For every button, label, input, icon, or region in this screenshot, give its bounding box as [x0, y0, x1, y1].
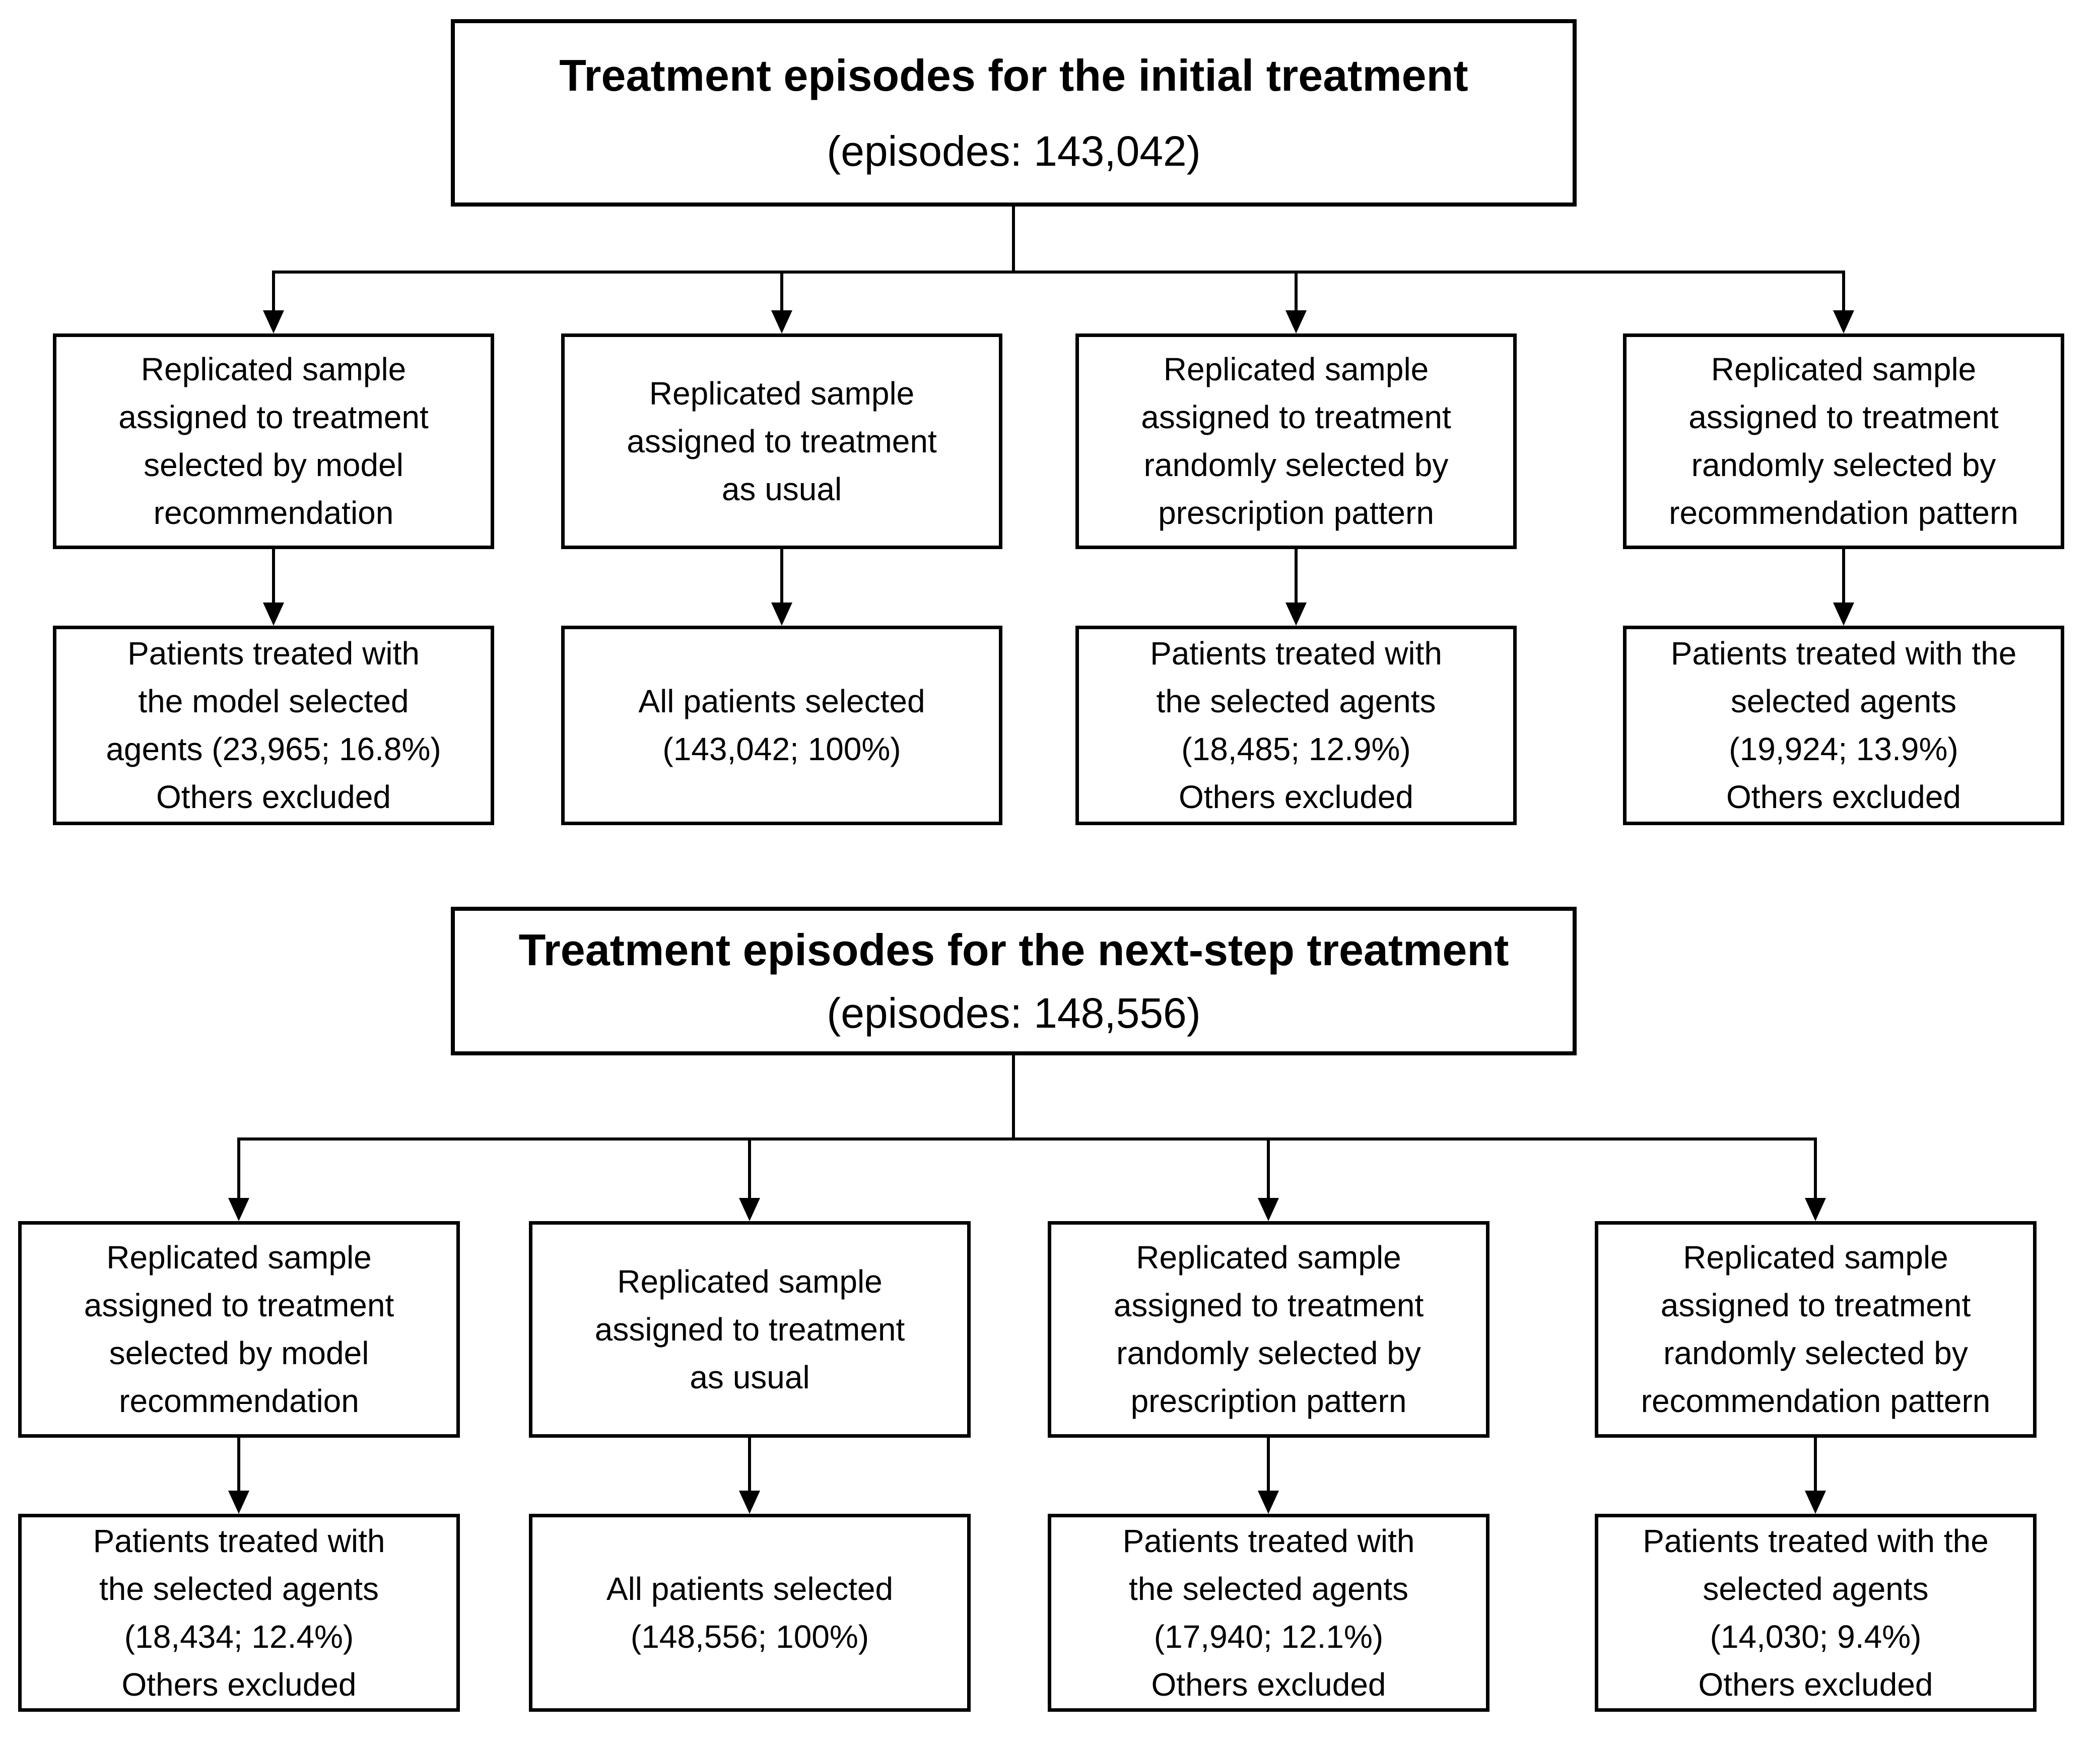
- connector-drop-line: [1295, 549, 1298, 604]
- arrow-down-icon: [771, 602, 792, 626]
- box-text: Replicated sample assigned to treatment …: [627, 375, 937, 507]
- connector-branch-line: [237, 1137, 1817, 1141]
- connector-drop-line: [748, 1137, 751, 1198]
- box-text: Patients treated with the selected agent…: [1643, 1522, 1989, 1703]
- box-text: Patients treated with the model selected…: [106, 635, 441, 815]
- box-text: Patients treated with the selected agent…: [1670, 635, 2017, 815]
- connector-drop-line: [237, 1137, 240, 1198]
- outcome-box-1: Patients treated with the model selected…: [53, 626, 494, 825]
- arrow-down-icon: [771, 310, 792, 333]
- box-text: Replicated sample assigned to treatment …: [1669, 351, 2018, 531]
- connector-drop-line: [237, 1438, 240, 1492]
- assignment-box-2: Replicated sample assigned to treatment …: [561, 333, 1002, 549]
- assignment-box-2: Replicated sample assigned to treatment …: [529, 1221, 971, 1438]
- box-text: Replicated sample assigned to treatment …: [1113, 1239, 1424, 1419]
- arrow-down-icon: [1833, 602, 1854, 626]
- connector-drop-line: [1267, 1137, 1270, 1198]
- arrow-down-icon: [228, 1198, 249, 1221]
- assignment-box-1: Replicated sample assigned to treatment …: [53, 333, 494, 549]
- box-text: Replicated sample assigned to treatment …: [594, 1263, 905, 1395]
- arrow-down-icon: [1258, 1491, 1279, 1514]
- arrow-down-icon: [1805, 1198, 1826, 1221]
- header-title: Treatment episodes for the next-step tre…: [518, 924, 1509, 975]
- arrow-down-icon: [1805, 1491, 1826, 1514]
- connector-drop-line: [272, 271, 275, 311]
- assignment-box-4: Replicated sample assigned to treatment …: [1623, 333, 2064, 549]
- outcome-box-2: All patients selected (148,556; 100%): [529, 1514, 971, 1712]
- connector-branch-line: [272, 271, 1845, 274]
- connector-stem: [1012, 1055, 1015, 1137]
- outcome-box-3: Patients treated with the selected agent…: [1048, 1514, 1489, 1712]
- connector-drop-line: [780, 271, 783, 311]
- connector-drop-line: [1814, 1137, 1817, 1198]
- assignment-box-3: Replicated sample assigned to treatment …: [1048, 1221, 1489, 1438]
- connector-drop-line: [1267, 1438, 1270, 1492]
- arrow-down-icon: [1833, 310, 1854, 333]
- box-text: Replicated sample assigned to treatment …: [1141, 351, 1451, 531]
- connector-drop-line: [272, 549, 275, 604]
- header-subtitle: (episodes: 143,042): [827, 127, 1201, 175]
- arrow-down-icon: [739, 1198, 760, 1221]
- connector-drop-line: [1842, 549, 1845, 604]
- outcome-box-1: Patients treated with the selected agent…: [18, 1514, 460, 1712]
- connector-stem: [1012, 207, 1015, 271]
- assignment-box-1: Replicated sample assigned to treatment …: [18, 1221, 460, 1438]
- box-text: Patients treated with the selected agent…: [93, 1522, 385, 1703]
- outcome-box-4: Patients treated with the selected agent…: [1595, 1514, 2037, 1712]
- box-text: Replicated sample assigned to treatment …: [118, 351, 429, 531]
- box-text: Patients treated with the selected agent…: [1122, 1522, 1415, 1703]
- assignment-box-4: Replicated sample assigned to treatment …: [1595, 1221, 2037, 1438]
- arrow-down-icon: [263, 602, 284, 626]
- arrow-down-icon: [1285, 602, 1307, 626]
- connector-drop-line: [1842, 271, 1845, 311]
- arrow-down-icon: [739, 1491, 760, 1514]
- header-title: Treatment episodes for the initial treat…: [559, 50, 1468, 100]
- assignment-box-3: Replicated sample assigned to treatment …: [1075, 333, 1517, 549]
- box-text: All patients selected (148,556; 100%): [606, 1570, 894, 1655]
- connector-drop-line: [1295, 271, 1298, 311]
- connector-drop-line: [780, 549, 783, 604]
- arrow-down-icon: [1285, 310, 1307, 333]
- outcome-box-3: Patients treated with the selected agent…: [1075, 626, 1517, 825]
- box-text: Replicated sample assigned to treatment …: [1641, 1239, 1991, 1419]
- arrow-down-icon: [228, 1491, 249, 1514]
- header-box-initial: Treatment episodes for the initial treat…: [451, 19, 1577, 207]
- arrow-down-icon: [263, 310, 284, 333]
- header-subtitle: (episodes: 148,556): [827, 989, 1201, 1037]
- arrow-down-icon: [1258, 1198, 1279, 1221]
- box-text: All patients selected (143,042; 100%): [638, 683, 925, 767]
- outcome-box-2: All patients selected (143,042; 100%): [561, 626, 1002, 825]
- box-text: Patients treated with the selected agent…: [1150, 635, 1442, 815]
- box-text: Replicated sample assigned to treatment …: [84, 1239, 394, 1419]
- connector-drop-line: [1814, 1438, 1817, 1492]
- connector-drop-line: [748, 1438, 751, 1492]
- outcome-box-4: Patients treated with the selected agent…: [1623, 626, 2064, 825]
- header-box-next-step: Treatment episodes for the next-step tre…: [451, 907, 1577, 1055]
